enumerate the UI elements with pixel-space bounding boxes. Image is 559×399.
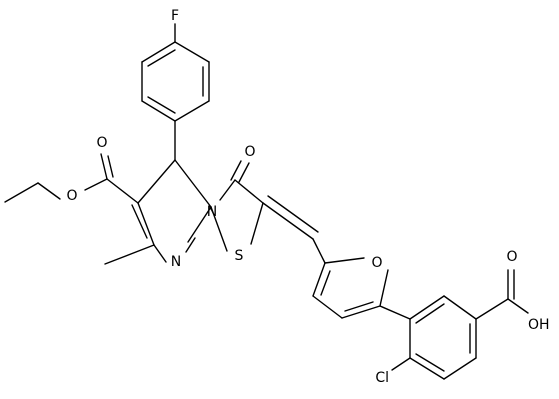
atom-label-s: S: [235, 248, 244, 264]
bond: [174, 100, 210, 122]
bond: [106, 178, 139, 204]
bond: [104, 244, 155, 265]
bond: [107, 155, 114, 178]
bond: [210, 206, 228, 252]
bond: [153, 244, 167, 263]
bond: [312, 238, 326, 264]
bond: [379, 269, 389, 307]
bond: [141, 41, 176, 63]
bond: [312, 262, 326, 297]
bond: [324, 257, 365, 264]
bond: [100, 153, 108, 180]
bond: [238, 162, 250, 183]
bond: [137, 159, 176, 204]
bond: [312, 295, 343, 319]
bond: [267, 195, 319, 233]
atom-label-cl: Cl: [375, 370, 389, 386]
bond: [415, 353, 445, 372]
atom-label-ring-n-imine: N: [171, 254, 181, 270]
atom-label-acid-carbonyl-o: O: [506, 249, 517, 265]
bond: [147, 96, 176, 114]
bond: [379, 305, 411, 320]
atom-label-layer: F O O O N N S O O OH Cl: [66, 8, 549, 386]
bond: [234, 179, 264, 204]
bond: [250, 202, 264, 245]
atom-label-ester-ether-o: O: [66, 188, 77, 204]
atom-label-ring-n-fused: N: [207, 204, 217, 220]
bond: [320, 270, 331, 296]
bond: [230, 160, 242, 181]
atom-label-ester-carbonyl-o: O: [96, 135, 107, 151]
bond: [475, 298, 509, 320]
atom-label-acid-hydroxyl: OH: [528, 317, 550, 333]
bond: [137, 202, 155, 246]
bond: [344, 301, 374, 312]
bond: [185, 237, 196, 253]
bond: [131, 204, 148, 239]
bond: [174, 159, 212, 208]
bond-layer: [4, 23, 529, 380]
bond: [4, 182, 39, 203]
bond: [341, 305, 381, 319]
bond: [141, 100, 176, 122]
bond: [84, 178, 108, 191]
bond: [187, 206, 212, 243]
bond: [415, 303, 445, 324]
bond: [443, 295, 477, 320]
bond: [262, 202, 314, 240]
bond: [219, 179, 236, 201]
bond: [37, 182, 61, 200]
bond: [174, 41, 210, 63]
bond: [507, 298, 529, 314]
bond: [409, 357, 445, 380]
atom-label-f: F: [171, 8, 179, 24]
bond: [443, 357, 477, 380]
atom-label-furan-o: O: [371, 255, 382, 271]
bond: [409, 295, 445, 320]
bond: [391, 357, 411, 371]
bond: [147, 49, 176, 67]
atom-label-ketone-o: O: [244, 144, 255, 160]
